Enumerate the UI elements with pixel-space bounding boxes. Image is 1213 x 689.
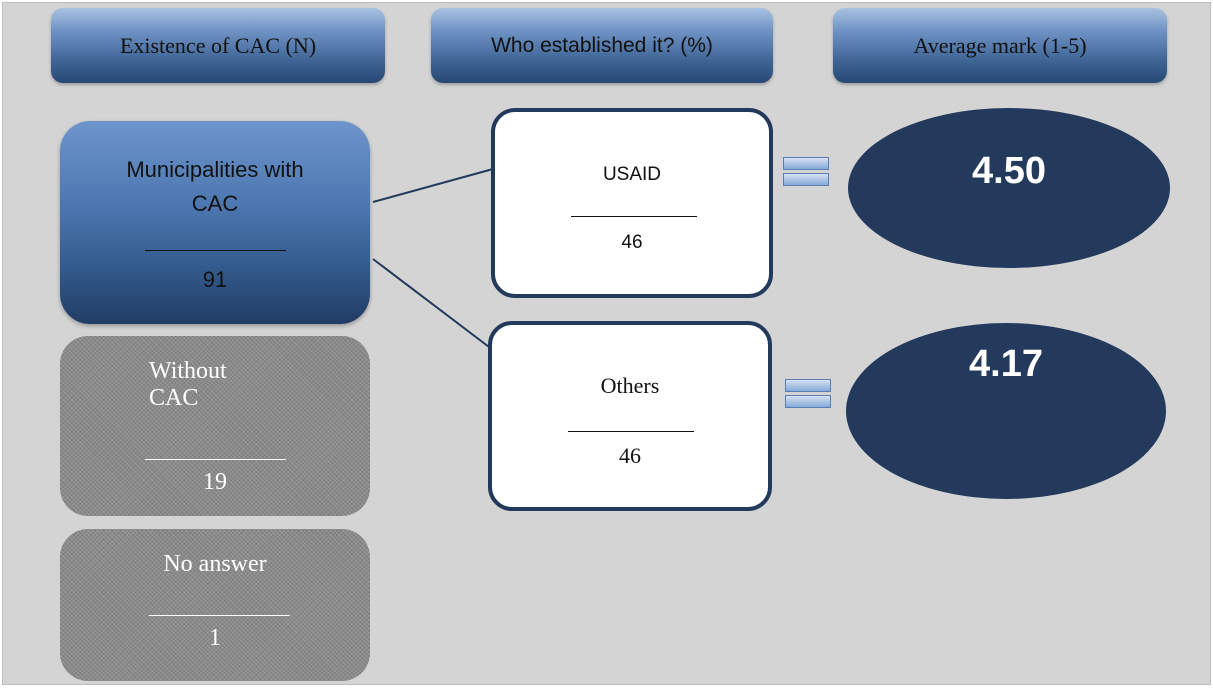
category-without-cac: Without CAC 19 xyxy=(60,336,370,516)
without-cac-label: Without CAC xyxy=(149,358,227,412)
established-others: Others 46 xyxy=(488,321,772,511)
average-mark-others: 4.17 xyxy=(846,323,1166,499)
with-cac-label-line2: CAC xyxy=(191,191,239,216)
average-usaid-value: 4.50 xyxy=(972,150,1046,192)
without-cac-label-line2: CAC xyxy=(149,385,199,411)
header-who-label: Who established it? (%) xyxy=(491,33,713,57)
usaid-value: 46 xyxy=(621,232,643,253)
with-cac-divider xyxy=(145,250,286,251)
category-no-answer: No answer 1 xyxy=(60,529,370,681)
usaid-label: USAID xyxy=(602,164,662,185)
average-mark-usaid: 4.50 xyxy=(848,108,1170,268)
no-answer-value: 1 xyxy=(209,625,221,651)
with-cac-label-line1: Municipalities with xyxy=(126,157,304,182)
header-average-label: Average mark (1-5) xyxy=(913,32,1087,58)
usaid-divider xyxy=(571,216,697,217)
others-divider xyxy=(568,431,694,432)
header-existence-label: Existence of CAC (N) xyxy=(119,32,317,58)
others-value: 46 xyxy=(619,443,641,468)
established-usaid: USAID 46 xyxy=(491,108,773,298)
no-answer-divider xyxy=(149,615,290,616)
category-with-cac: Municipalities with CAC 91 xyxy=(60,121,370,324)
without-cac-value: 19 xyxy=(203,469,227,495)
equals-icon xyxy=(785,379,831,417)
without-cac-divider xyxy=(145,459,286,460)
connector-usaid xyxy=(372,168,494,203)
connector-others xyxy=(372,258,494,351)
header-existence: Existence of CAC (N) xyxy=(51,8,385,83)
header-who-established: Who established it? (%) xyxy=(431,8,773,83)
average-others-value: 4.17 xyxy=(969,343,1043,385)
equals-icon xyxy=(783,157,829,195)
header-average-mark: Average mark (1-5) xyxy=(833,8,1167,83)
connector-lines xyxy=(372,168,494,351)
with-cac-value: 91 xyxy=(202,267,228,292)
with-cac-label: Municipalities with CAC xyxy=(60,153,370,221)
without-cac-label-line1: Without xyxy=(149,358,227,384)
no-answer-label: No answer xyxy=(163,551,267,577)
others-label: Others xyxy=(600,373,660,398)
